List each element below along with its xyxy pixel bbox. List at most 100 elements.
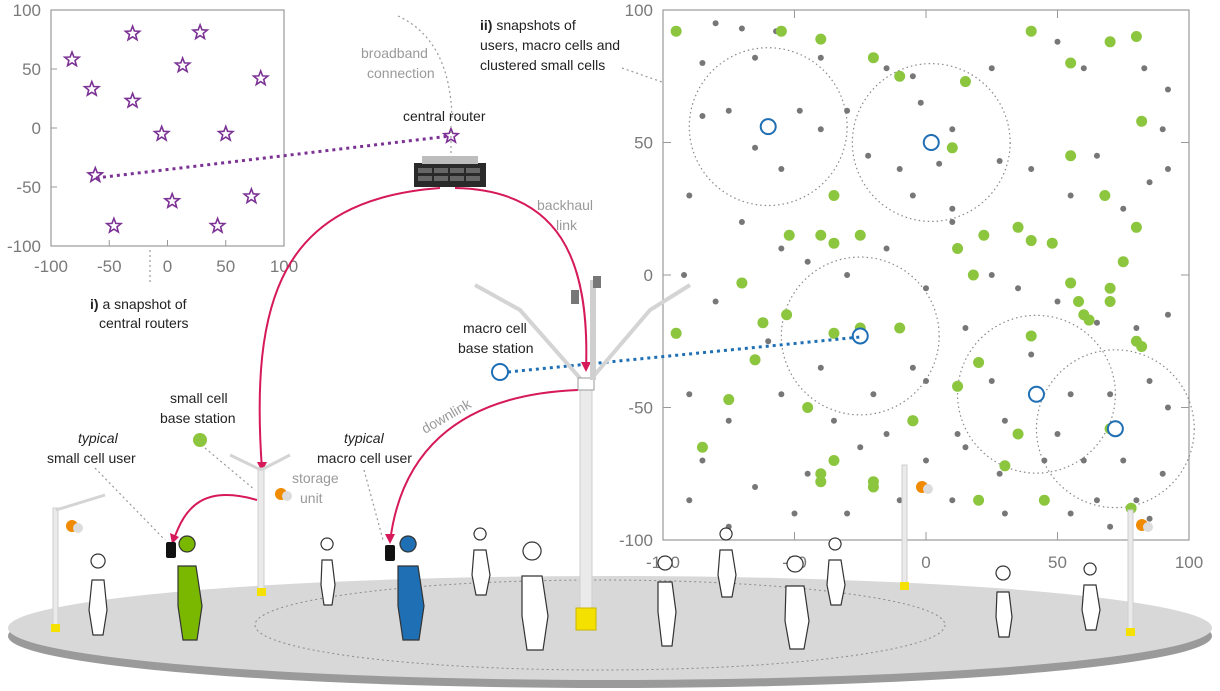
central-router-server (414, 156, 486, 187)
user-point (725, 107, 732, 114)
small-cell-point (749, 354, 761, 366)
macro-cell-point (759, 118, 777, 136)
user-point (686, 391, 693, 398)
right-small-poles (900, 464, 1153, 636)
small-cell-point (1130, 31, 1142, 42)
plot1-xtick-label: 0 (163, 257, 172, 276)
router-star-point (85, 165, 105, 184)
small-cell-point (1130, 221, 1142, 233)
user-point (923, 457, 929, 464)
ground-platform (8, 576, 1212, 688)
small-cell-point (1136, 115, 1148, 127)
user-point (1133, 325, 1140, 331)
small-cell-point (670, 25, 682, 37)
user-point (962, 325, 969, 331)
user-point (725, 417, 732, 424)
cluster-circle (688, 47, 848, 207)
router-star-point (62, 49, 82, 68)
small-cell-point (894, 322, 906, 334)
user-point (1028, 351, 1035, 358)
router-star-point (242, 186, 261, 205)
small-cell-point (757, 317, 769, 329)
small-cell-point (1117, 256, 1129, 268)
user-point (804, 258, 811, 265)
small-cell-point (1038, 494, 1050, 506)
user-point (949, 126, 956, 133)
user-point (1141, 65, 1148, 72)
plot2-xtick-label: 50 (1048, 553, 1067, 572)
small-cell-point (946, 142, 958, 154)
backhaul-label: backhaul (537, 197, 593, 213)
router-star-point (152, 124, 171, 142)
user-point (844, 272, 851, 278)
leader-lines (94, 67, 663, 541)
user-point (1080, 457, 1087, 464)
user-point (1054, 431, 1061, 437)
router-link-line (95, 134, 451, 180)
user-point (949, 205, 956, 212)
downlink-arrow (389, 389, 579, 543)
plot1-xtick-label: 50 (216, 257, 235, 276)
user-point (1146, 515, 1153, 522)
user-point (936, 160, 943, 167)
snapshots-label-2: users, macro cells and (480, 37, 620, 53)
user-point (909, 192, 916, 199)
small-cell-point (1025, 25, 1037, 37)
small-cell-point (867, 52, 879, 64)
user-point (917, 99, 924, 106)
small-cell-point (1083, 314, 1095, 326)
user-point (883, 65, 890, 72)
macro-cell-point (851, 327, 869, 345)
router-star-point (251, 68, 270, 87)
user-point (699, 113, 706, 119)
broadband-label-2: connection (367, 65, 435, 81)
user-point (752, 54, 759, 61)
user-point (1067, 510, 1074, 517)
small-user-phone (166, 542, 176, 558)
user-point (1159, 470, 1166, 477)
user-point (1164, 311, 1171, 318)
plot2-ytick-label: -50 (628, 399, 653, 418)
macro-link-line (507, 335, 861, 374)
small-cell-point (828, 455, 840, 466)
user-point (681, 272, 688, 278)
user-point (988, 272, 995, 278)
small-cell-point (952, 380, 964, 392)
user-point (896, 497, 903, 504)
user-point (686, 192, 693, 199)
small-cell-marker (193, 433, 207, 447)
router-star-point (208, 216, 227, 234)
user-point (909, 364, 916, 371)
user-point (778, 391, 785, 398)
router-star-point (190, 22, 210, 41)
small-cell-point (828, 327, 840, 339)
user-point (699, 60, 706, 66)
user-point (1164, 404, 1171, 411)
small-cell-point (1099, 190, 1111, 201)
router-star-point (82, 79, 102, 97)
macro-cell-marker (491, 363, 509, 381)
small-cell-point (867, 481, 879, 493)
user-point (949, 497, 956, 504)
small-cell-point (973, 494, 985, 506)
cluster-circle (1035, 349, 1195, 509)
user-point (817, 126, 824, 133)
user-point (1107, 523, 1114, 530)
plot1-ytick-label: 0 (32, 119, 41, 138)
user-point (1067, 192, 1074, 199)
small-cell-point (670, 327, 682, 339)
router-star-point (123, 23, 142, 42)
small-cell-point (959, 76, 971, 88)
typical-small-label-2: small cell user (47, 450, 136, 466)
backhaul-label-2: link (556, 217, 578, 233)
plot1-ytick-label: -100 (7, 237, 41, 256)
typical-small-label: typical (78, 430, 119, 446)
user-point (1120, 457, 1127, 464)
storage-label: storage (292, 470, 339, 486)
small-cell-point (952, 243, 964, 254)
plot2-ytick-label: 50 (634, 134, 653, 153)
broadband-connection-line (397, 15, 453, 119)
user-point (909, 73, 916, 80)
small-cell-point (973, 356, 985, 368)
